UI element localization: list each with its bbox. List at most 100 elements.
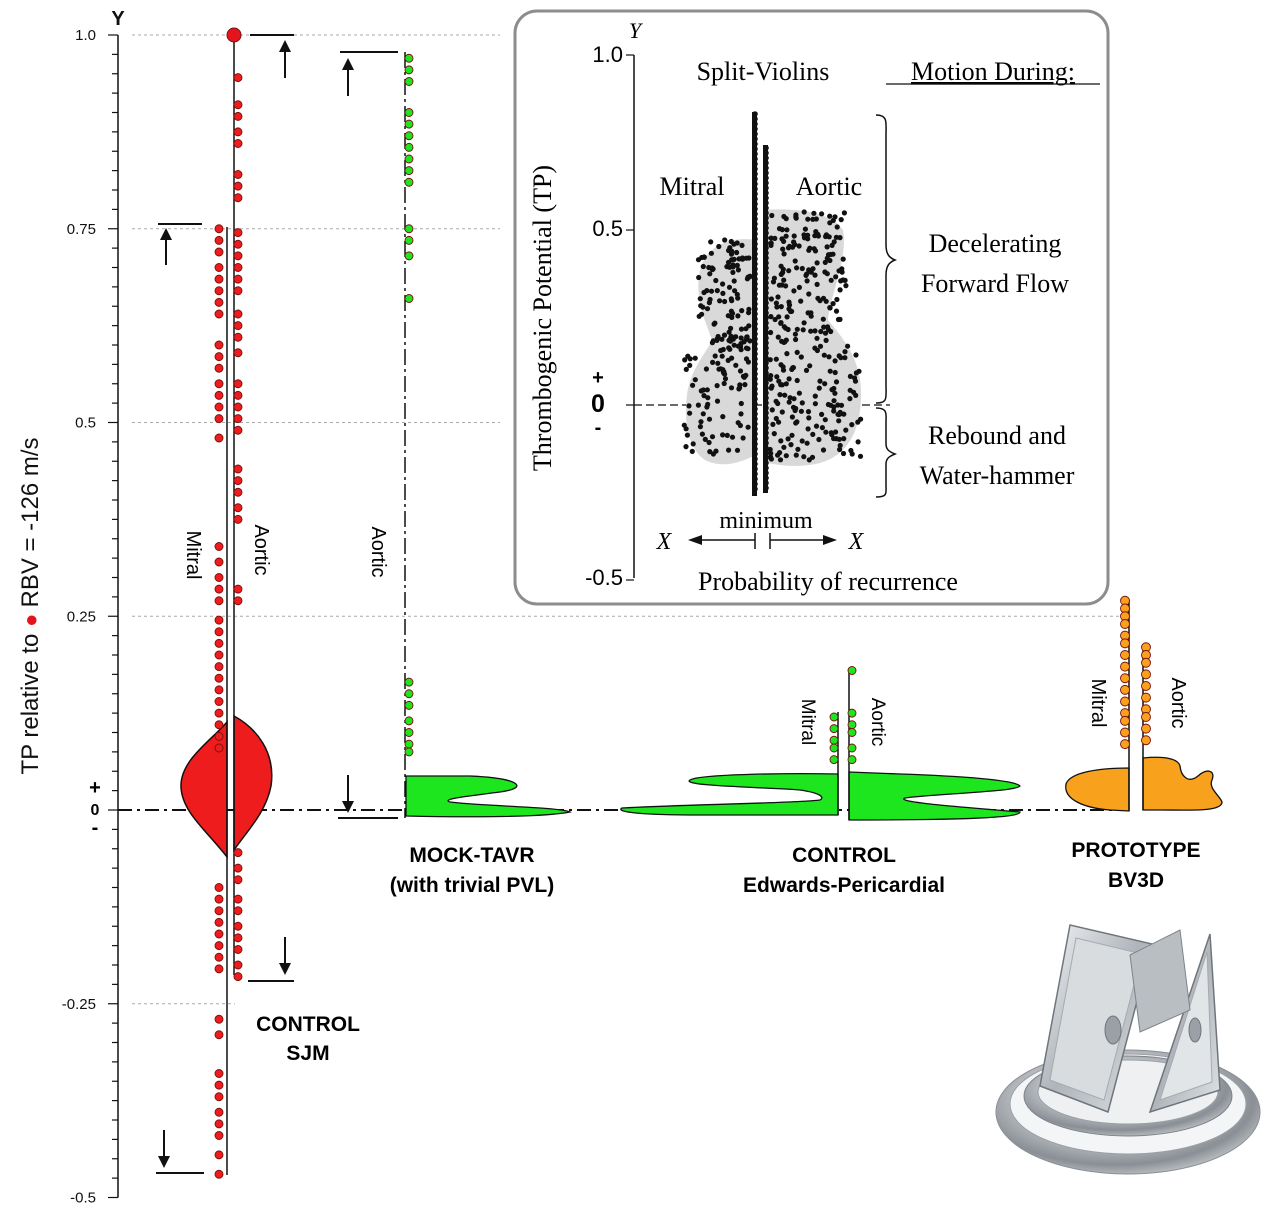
inset-point xyxy=(712,353,718,359)
data-point xyxy=(233,390,243,400)
inset-point xyxy=(714,336,720,342)
inset-point xyxy=(783,453,789,459)
inset-point xyxy=(833,379,840,385)
bv3d-mitral-label: Mitral xyxy=(1087,679,1109,728)
inset-point xyxy=(783,337,789,343)
data-point xyxy=(214,1131,224,1140)
inset-point xyxy=(708,250,715,256)
data-point xyxy=(233,332,243,342)
inset-point xyxy=(737,382,743,388)
inset-point xyxy=(791,288,797,294)
zero-sign-plus: + xyxy=(89,777,101,799)
inset-point xyxy=(740,435,746,441)
data-point xyxy=(214,596,224,606)
data-point xyxy=(233,894,243,904)
data-point xyxy=(829,735,839,745)
inset-point xyxy=(729,248,735,254)
valve-bv3d: Mitral Aortic PROTOTYPE BV3D xyxy=(1065,595,1223,892)
data-point xyxy=(233,348,243,358)
inset-point xyxy=(720,432,726,438)
inset-motion-header: Motion During: xyxy=(911,57,1075,86)
inset-point xyxy=(816,385,822,391)
inset-point xyxy=(725,313,731,319)
inset-point xyxy=(825,324,831,330)
inset-point xyxy=(799,400,805,406)
inset-point xyxy=(786,399,792,405)
inset-x-marker-left: X xyxy=(656,529,673,555)
inset-point xyxy=(840,450,847,457)
inset-point xyxy=(830,251,836,257)
inset-point xyxy=(738,335,744,341)
data-point xyxy=(233,181,243,191)
inset-point xyxy=(804,440,810,446)
inset-point xyxy=(812,328,818,334)
inset-point xyxy=(814,335,820,341)
inset-point xyxy=(769,383,775,389)
data-point xyxy=(214,1169,224,1179)
inset-point xyxy=(837,446,843,453)
inset-point xyxy=(789,366,795,372)
data-point xyxy=(214,584,224,594)
data-point xyxy=(214,390,224,400)
data-point xyxy=(829,755,839,765)
inset-point xyxy=(792,407,798,414)
inset-point xyxy=(837,235,843,241)
inset-point xyxy=(857,453,864,459)
data-point xyxy=(214,662,224,672)
mocktavr-name-line1: MOCK-TAVR xyxy=(409,844,534,867)
data-point xyxy=(1141,657,1151,668)
data-point xyxy=(214,708,224,718)
data-point xyxy=(214,352,224,362)
inset-point xyxy=(825,252,832,258)
inset-point xyxy=(687,362,693,368)
inset-point xyxy=(728,325,734,331)
valve-sjm: Mitral Aortic CONTROL SJM xyxy=(156,27,360,1179)
inset-point xyxy=(815,231,821,237)
inset-point xyxy=(796,284,803,290)
inset-point xyxy=(812,345,818,351)
inset-point xyxy=(786,268,792,274)
data-point xyxy=(233,263,243,272)
data-point xyxy=(404,700,414,710)
inset-point xyxy=(801,454,807,460)
inset-brace2-line1: Rebound and xyxy=(928,421,1066,450)
data-point xyxy=(1120,739,1130,750)
inset-point xyxy=(714,288,720,294)
mocktavr-aortic-violin xyxy=(405,775,572,818)
main-y-tick-label: 0.75 xyxy=(67,221,96,238)
inset-left-label: Mitral xyxy=(660,172,725,201)
inset-point xyxy=(805,426,811,432)
data-point xyxy=(214,1069,224,1078)
data-point xyxy=(1120,638,1130,649)
data-point xyxy=(214,1119,224,1129)
gridlines xyxy=(132,34,1120,1005)
data-point xyxy=(404,77,414,86)
inset-point xyxy=(794,377,800,384)
inset-point xyxy=(785,326,791,333)
inset-point xyxy=(774,374,780,380)
data-point xyxy=(1141,712,1151,722)
sjm-mitral-label: Mitral xyxy=(182,531,204,580)
data-point xyxy=(1141,735,1151,746)
inset-point xyxy=(780,246,786,252)
mocktavr-max-marker xyxy=(340,51,398,96)
data-point xyxy=(233,239,243,249)
inset-point xyxy=(722,298,728,305)
data-point xyxy=(233,921,243,931)
inset-brace1-line1: Decelerating xyxy=(929,229,1062,258)
sjm-mitral-points xyxy=(214,224,224,1179)
inset-point xyxy=(780,364,786,370)
data-point xyxy=(847,755,857,765)
inset-point xyxy=(701,254,707,260)
inset-zero-minus: - xyxy=(595,417,602,439)
inset-point xyxy=(731,278,737,284)
sjm-mitral-max-marker xyxy=(158,223,202,265)
valve-edwards: Mitral Aortic CONTROL Edwards-Pericardia… xyxy=(620,666,1021,897)
inset-point xyxy=(743,372,749,378)
data-point xyxy=(1141,692,1151,703)
inset-point xyxy=(781,444,787,450)
inset-brace-rebound xyxy=(875,407,898,498)
inset-point xyxy=(784,314,790,320)
edwards-name-line2: Edwards-Pericardial xyxy=(743,874,945,897)
data-point xyxy=(404,689,414,699)
